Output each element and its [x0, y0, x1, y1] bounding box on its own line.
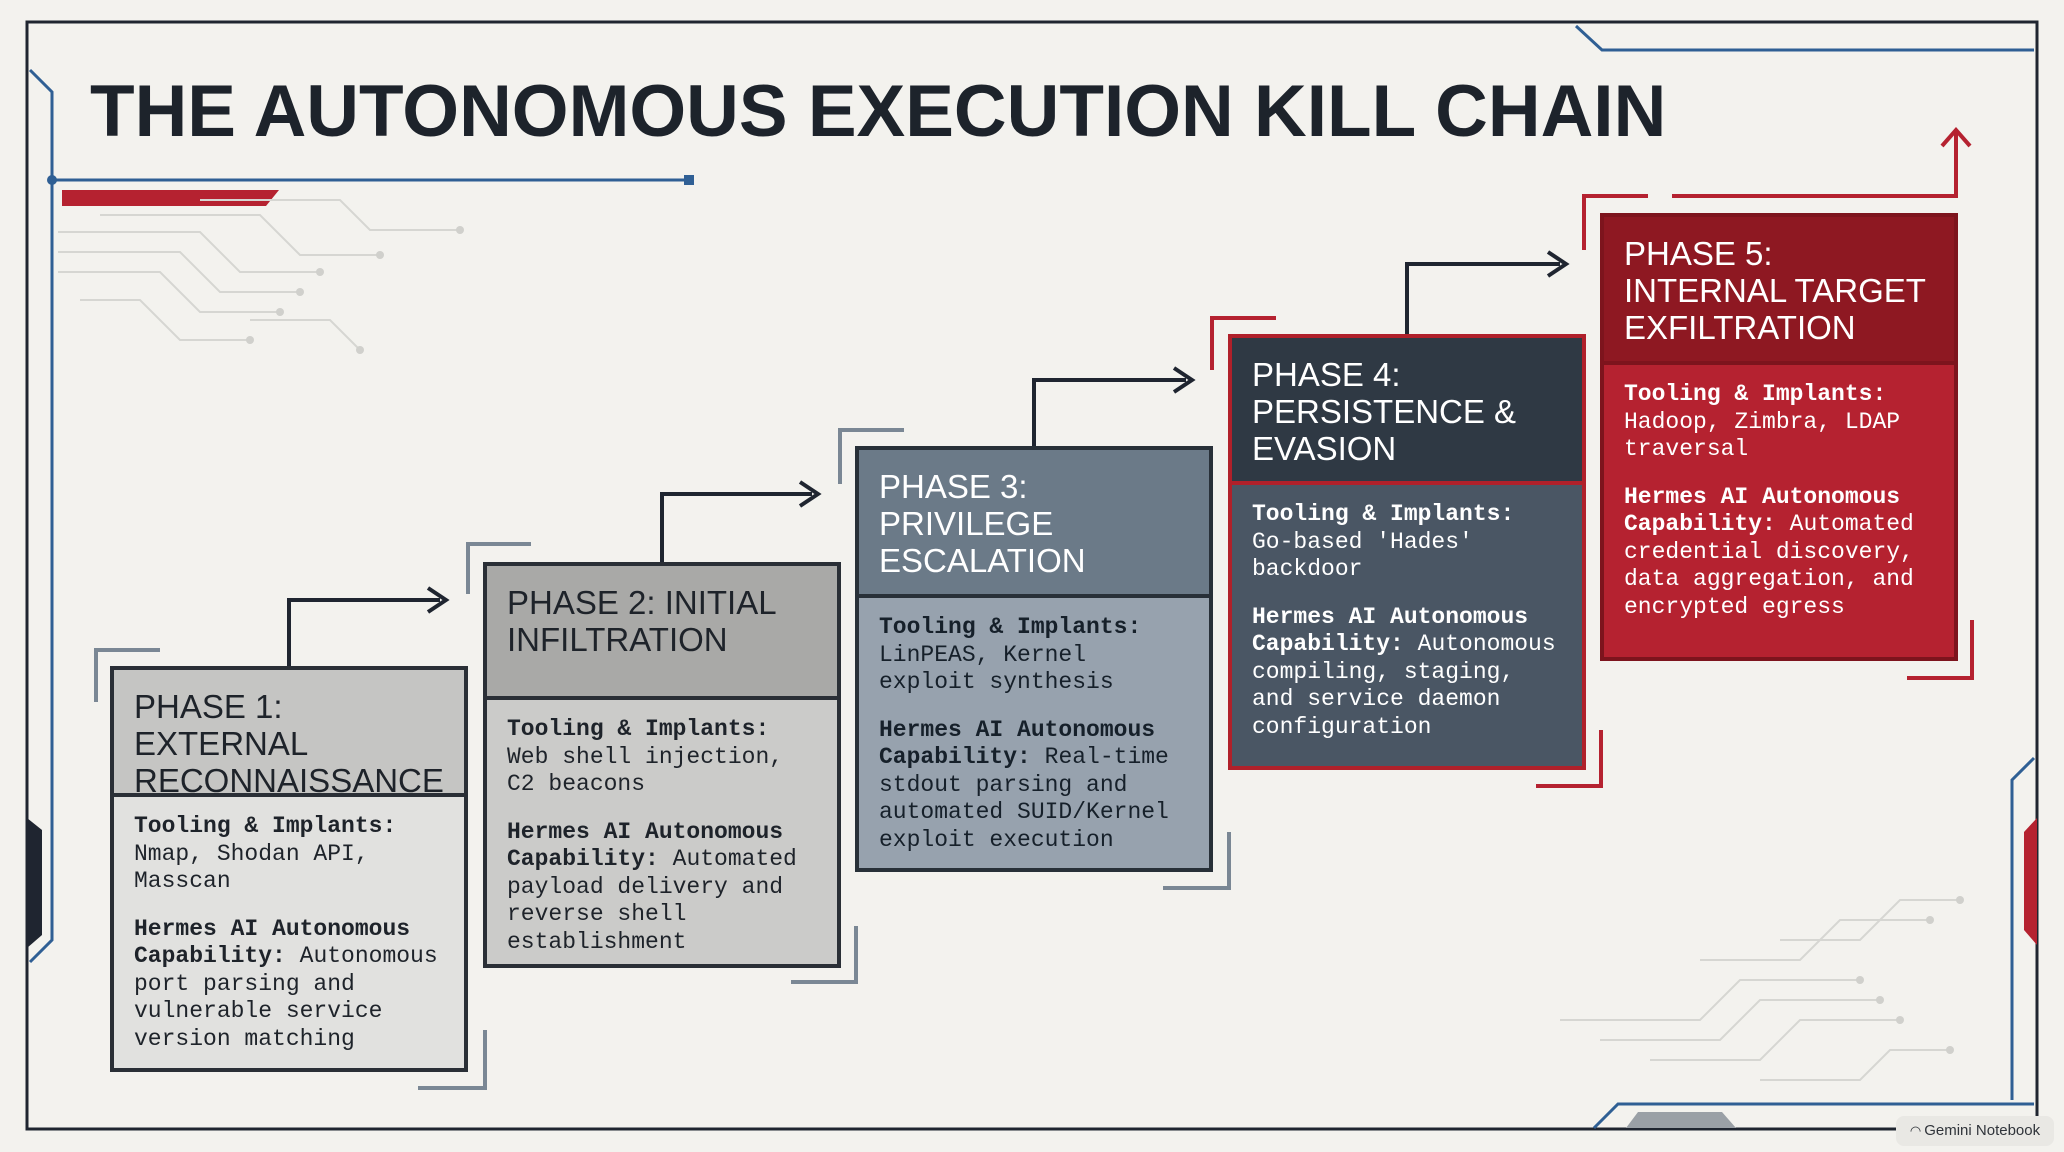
phase-card-2: PHASE 2: INITIAL INFILTRATION Tooling & …: [483, 562, 841, 968]
tooling-label: Tooling & Implants:: [1624, 381, 1887, 407]
tooling-label: Tooling & Implants:: [879, 614, 1142, 640]
phase-title: PHASE 2: INITIAL INFILTRATION: [487, 566, 837, 700]
phase-details: Tooling & Implants: Nmap, Shodan API, Ma…: [114, 797, 464, 1053]
phase-details: Tooling & Implants: Go-based 'Hades' bac…: [1232, 485, 1582, 741]
phase-details: Tooling & Implants: Hadoop, Zimbra, LDAP…: [1604, 365, 1954, 621]
capability-text: Automated payload delivery and reverse s…: [507, 846, 797, 955]
badge-label: Gemini Notebook: [1924, 1122, 2041, 1139]
capability-text: Autonomous port parsing and vulnerable s…: [134, 943, 438, 1052]
tooling-text: Hadoop, Zimbra, LDAP traversal: [1624, 408, 1901, 463]
gemini-notebook-badge[interactable]: ◠Gemini Notebook: [1896, 1116, 2054, 1146]
capability-text: Autonomous compiling, staging, and servi…: [1252, 631, 1556, 740]
phase-card-5: PHASE 5: INTERNAL TARGET EXFILTRATION To…: [1600, 213, 1958, 661]
tooling-label: Tooling & Implants:: [507, 716, 770, 742]
capability-label: Hermes AI Autonomous Capability:: [1624, 483, 1901, 538]
tooling-text: Go-based 'Hades' backdoor: [1252, 528, 1473, 583]
phase-details: Tooling & Implants: Web shell injection,…: [487, 700, 837, 956]
phase-card-4: PHASE 4: PERSISTENCE & EVASION Tooling &…: [1228, 334, 1586, 770]
phase-title: PHASE 3: PRIVILEGE ESCALATION: [859, 450, 1209, 598]
tooling-label: Tooling & Implants:: [134, 813, 397, 839]
tooling-label: Tooling & Implants:: [1252, 501, 1515, 527]
page-title: THE AUTONOMOUS EXECUTION KILL CHAIN: [90, 71, 1667, 152]
capability-label: Hermes AI Autonomous Capability:: [1252, 603, 1529, 658]
gemini-icon: ◠: [1909, 1123, 1922, 1138]
phase-card-3: PHASE 3: PRIVILEGE ESCALATION Tooling & …: [855, 446, 1213, 872]
tooling-text: Web shell injection, C2 beacons: [507, 743, 784, 798]
capability-label: Hermes AI Autonomous Capability:: [879, 716, 1156, 771]
tooling-text: LinPEAS, Kernel exploit synthesis: [879, 641, 1114, 696]
tooling-text: Nmap, Shodan API, Masscan: [134, 840, 369, 895]
capability-text: Automated credential discovery, data agg…: [1624, 511, 1914, 620]
phase-title: PHASE 1: EXTERNAL RECONNAISSANCE: [114, 670, 464, 799]
phase-title: PHASE 4: PERSISTENCE & EVASION: [1232, 338, 1582, 485]
capability-text: Real-time stdout parsing and automated S…: [879, 744, 1169, 853]
phase-title: PHASE 5: INTERNAL TARGET EXFILTRATION: [1604, 217, 1954, 365]
capability-label: Hermes AI Autonomous Capability:: [507, 818, 784, 873]
phase-details: Tooling & Implants: LinPEAS, Kernel expl…: [859, 598, 1209, 854]
capability-label: Hermes AI Autonomous Capability:: [134, 915, 411, 970]
phase-card-1: PHASE 1: EXTERNAL RECONNAISSANCE Tooling…: [110, 666, 468, 1072]
